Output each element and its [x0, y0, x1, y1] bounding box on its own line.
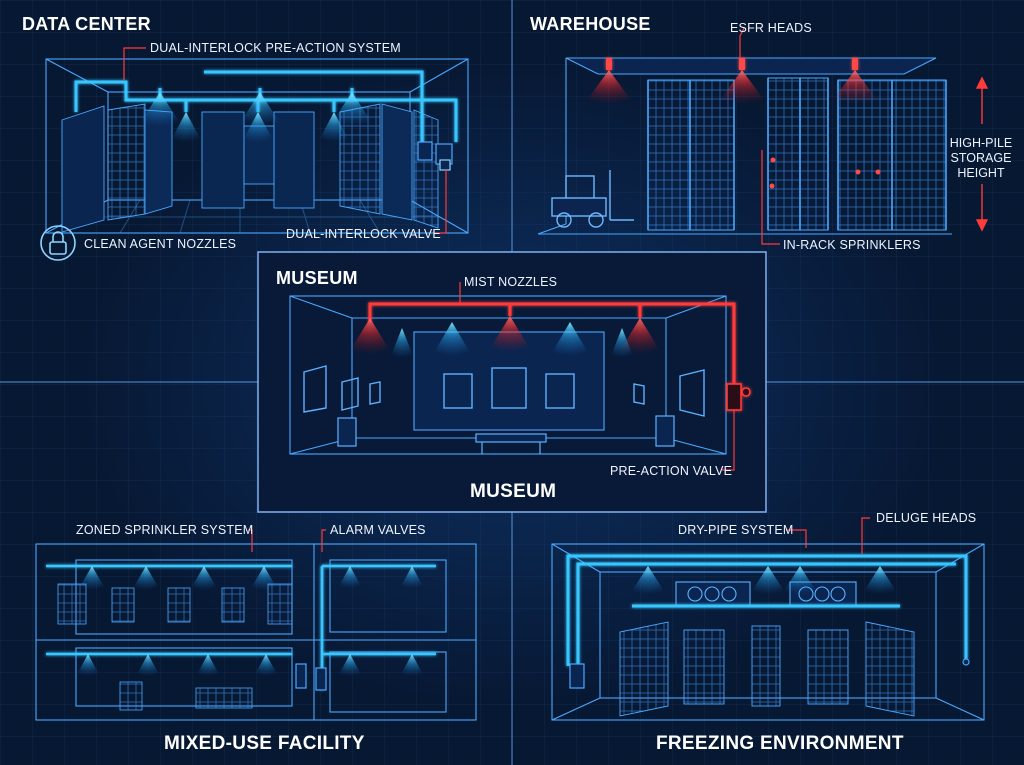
museum-title-bottom: MUSEUM [470, 481, 557, 502]
in-rack-sprinklers [769, 157, 881, 189]
warehouse-building [537, 57, 952, 235]
museum-leaders [459, 282, 735, 471]
dc-spray-cones [138, 92, 374, 142]
server-racks [61, 103, 439, 233]
mist-pipe [368, 302, 736, 384]
lock-icon [40, 225, 76, 261]
pre-action-valve-icon [726, 383, 751, 411]
mixed-use-shelves [57, 583, 293, 711]
esfr-spray-cones [584, 70, 880, 104]
alarm-valves-icon [295, 663, 327, 691]
mixed-use-building [35, 543, 477, 721]
pre-action-valve-label: PRE-ACTION VALVE [610, 464, 733, 478]
mixed-use-spray-cones [76, 566, 424, 676]
clean-agent-label: CLEAN AGENT NOZZLES [84, 237, 237, 251]
forklift-icon [551, 170, 634, 228]
freezing-title: FREEZING ENVIRONMENT [656, 733, 904, 754]
storage-height-label: HIGH-PILE STORAGE HEIGHT [944, 136, 1018, 181]
dry-pipe-label: DRY-PIPE SYSTEM [678, 523, 794, 537]
warehouse-racks [647, 77, 947, 231]
storage-height-line-2: STORAGE [950, 151, 1012, 165]
alarm-valves-label: ALARM VALVES [330, 523, 426, 537]
mixed-use-leaders [248, 529, 326, 552]
storage-height-line-3: HEIGHT [957, 166, 1005, 180]
dc-leaders [123, 47, 447, 234]
freezer-racks [619, 621, 915, 717]
freezer-spray-cones [630, 566, 898, 594]
mist-spray-cones [348, 316, 662, 358]
mixed-use-title: MIXED-USE FACILITY [164, 733, 365, 754]
warehouse-title: WAREHOUSE [530, 14, 651, 34]
freezer-leaders [786, 517, 870, 554]
deluge-heads-label: DELUGE HEADS [876, 511, 977, 525]
museum-artworks [303, 365, 705, 417]
dual-interlock-valve-icon [417, 141, 453, 171]
mixed-use-pipes [46, 564, 436, 690]
esfr-label: ESFR HEADS [730, 21, 812, 35]
freezer-valve-icon [569, 658, 970, 689]
dual-interlock-valve-label: DUAL-INTERLOCK VALVE [286, 227, 441, 241]
height-arrow-icon [975, 76, 989, 232]
mist-nozzles-label: MIST NOZZLES [464, 275, 558, 289]
museum-displays [337, 415, 675, 454]
dry-pipe [566, 554, 968, 666]
storage-height-line-1: HIGH-PILE [949, 136, 1013, 150]
esfr-heads [606, 58, 858, 70]
zoned-sprinkler-label: ZONED SPRINKLER SYSTEM [76, 523, 254, 537]
dual-interlock-system-label: DUAL-INTERLOCK PRE-ACTION SYSTEM [150, 41, 401, 55]
data-center-title: DATA CENTER [22, 14, 151, 34]
warehouse-leaders [739, 27, 780, 245]
museum-title-top: MUSEUM [276, 268, 358, 288]
in-rack-label: IN-RACK SPRINKLERS [783, 238, 921, 252]
